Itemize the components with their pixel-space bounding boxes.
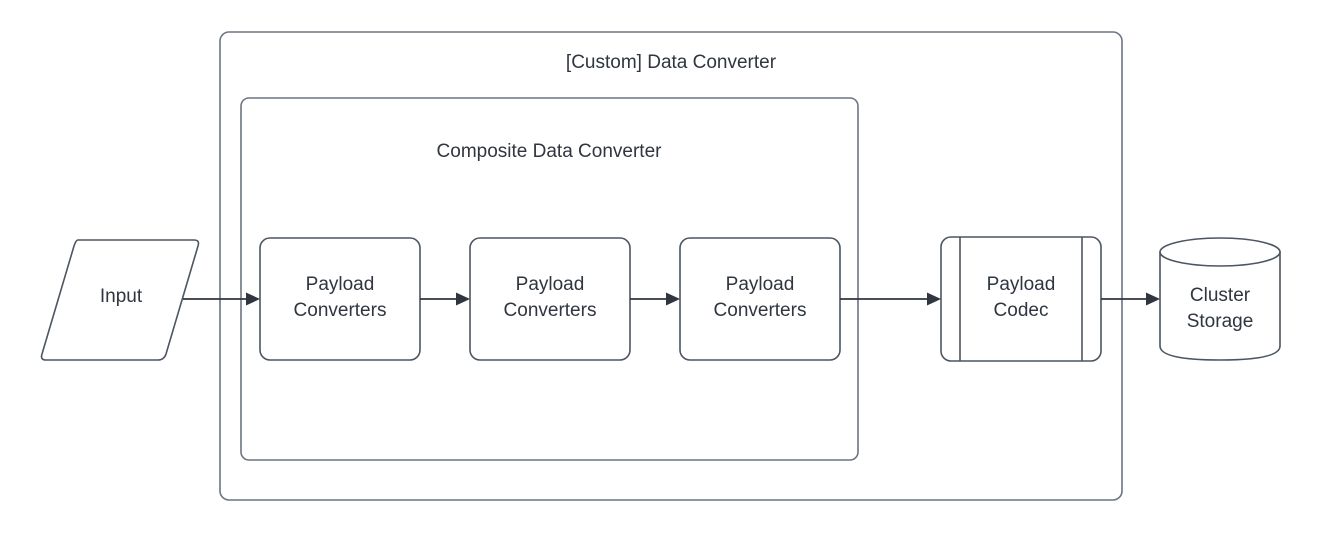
node-label-cluster-storage-line2: Storage xyxy=(1187,311,1254,332)
edge-payload-converters-2-to-3 xyxy=(630,292,680,306)
node-payload-codec[interactable] xyxy=(940,236,1102,362)
node-label-payload-codec-line2: Codec xyxy=(994,300,1049,321)
node-label-payload-converters-1-line1: Payload xyxy=(306,274,375,295)
node-label-payload-converters-3-line2: Converters xyxy=(714,300,807,321)
node-label-cluster-storage-line1: Cluster xyxy=(1190,285,1251,306)
node-cluster-storage[interactable] xyxy=(1159,237,1281,361)
container-label-custom-data-converter: [Custom] Data Converter xyxy=(566,52,777,73)
arrowhead-icon xyxy=(246,292,260,306)
arrowhead-icon xyxy=(456,292,470,306)
arrowhead-icon xyxy=(1146,292,1160,306)
node-label-payload-converters-1-line2: Converters xyxy=(294,300,387,321)
arrowhead-icon xyxy=(927,292,941,306)
edge-payload-converters-3-to-payload-codec xyxy=(840,292,941,306)
node-input[interactable] xyxy=(40,239,200,361)
node-label-payload-converters-2-line1: Payload xyxy=(516,274,585,295)
node-payload-converters-3[interactable] xyxy=(679,237,841,361)
edge-payload-codec-to-cluster-storage xyxy=(1101,292,1160,306)
node-label-payload-converters-3-line1: Payload xyxy=(726,274,795,295)
node-label-input: Input xyxy=(100,286,143,307)
edge-input-to-payload-converters-1 xyxy=(183,292,260,306)
node-label-payload-converters-2-line2: Converters xyxy=(504,300,597,321)
node-payload-converters-1[interactable] xyxy=(259,237,421,361)
edge-payload-converters-1-to-2 xyxy=(420,292,470,306)
node-payload-converters-2[interactable] xyxy=(469,237,631,361)
arrowhead-icon xyxy=(666,292,680,306)
node-label-payload-codec-line1: Payload xyxy=(987,274,1056,295)
container-label-composite-data-converter: Composite Data Converter xyxy=(437,141,663,162)
